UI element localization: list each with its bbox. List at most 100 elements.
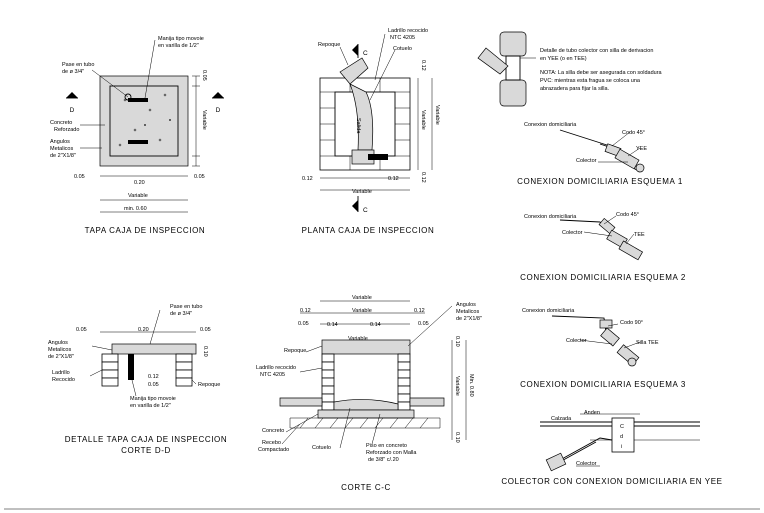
detalle-dim-020: 0.20 [138,327,149,333]
planta-c-mark-bottom: C [363,207,368,214]
corte-dim-014-a: 0.14 [327,322,338,328]
corte-dim-variable-top: Variable [352,295,372,301]
corte-tapa [321,339,411,355]
planta-ladrillo-label-2: NTC 4205 [390,35,415,41]
concrete-speckle [118,93,172,147]
tapa-concreto-label: Concreto [50,120,72,126]
esq2-title: CONEXION DOMICILIARIA ESQUEMA 2 [520,273,686,282]
esq3-title: CONEXION DOMICILIARIA ESQUEMA 3 [520,380,686,389]
planta-dim-012-left: 0.12 [302,176,313,182]
colector-yee: Calzada Anden Colector C d i COLECTOR CO… [501,410,722,486]
note-detalle-1: Detalle de tubo colector con silla de de… [540,48,653,54]
section-d-right: D [216,107,221,114]
detalle-tapa-slab [111,343,197,355]
tapa-title: TAPA CAJA DE INSPECCION [85,226,206,235]
tapa-dim-005-left: 0.05 [74,174,85,180]
notes-detail: Detalle de tubo colector con silla de de… [477,31,663,107]
esq1-yee: YEE [636,146,647,152]
esq3-colector: Colector [566,338,587,344]
detalle-pase-2: de ø 3/4" [170,311,192,317]
detalle-angulos-1: Angulos [48,340,68,346]
corte-dim-min080: Min. 0.80 [468,374,474,397]
corte-dim-014-b: 0.14 [370,322,381,328]
corte-recebo [289,417,441,429]
tapa-angulos-label-2: Metalicos [50,146,73,152]
detalle-brick-right [175,353,193,387]
tapa-manija-label-2: en varilla de 1/2" [158,43,199,49]
corte-dim-005-b: 0.05 [418,321,429,327]
note-detalle-2: en YEE (o en TEE) [540,56,587,62]
esq2-conexion: Conexion domiciliaria [524,214,577,220]
planta-salida-pipe [368,154,388,160]
manija-bottom [128,140,148,144]
corte-pipe-left [279,397,323,407]
corte-recebo-2: Compactado [258,447,289,453]
corte-dim-010-top: 0.10 [454,336,460,347]
corte-ladrillo-2: NTC 4205 [260,372,285,378]
corte-dim-variable-side: Variable [454,376,460,396]
detalle-manija-2: en varilla de 1/2" [130,403,171,409]
corte-concreto: Concreto [262,428,284,434]
detalle-ladrillo-1: Ladrillo [52,370,70,376]
tapa-dim-020: 0.20 [134,180,145,186]
planta-dim-012-top: 0.12 [420,60,426,71]
tapa-angulos-label-1: Angulos [50,139,70,145]
esquema-3: Conexion domiciliaria Codo 90° Colector … [520,308,686,389]
tapa-manija-label-1: Manija tipo movoie [158,36,204,42]
esq3-codo: Codo 90° [620,320,643,326]
corte-piso-3: de 3/8" c/.20 [368,457,399,463]
detalle-title-1: DETALLE TAPA CAJA DE INSPECCION [65,435,228,444]
detalle-title-2: CORTE D-D [121,446,171,455]
tapa-pase-label-1: Pase en tubo [62,62,94,68]
esq2-tee: TEE [634,232,645,238]
colector-box-i: i [621,444,622,450]
detalle-angulos-3: de 2"X1/8" [48,354,74,360]
esquema-1: Conexion domiciliaria Codo 45° YEE Colec… [517,122,683,186]
corte-repoque: Repoque [284,348,306,354]
detalle-repoque: Repoque [198,382,220,388]
corte-piso-2: Reforzado con Malla [366,450,417,456]
detalle-manija [128,354,134,380]
section-d-left: D [70,107,75,114]
planta-title: PLANTA CAJA DE INSPECCION [302,226,435,235]
manija-top [128,98,148,102]
detalle-tapa: Pase en tubo de ø 3/4" 0.05 0.20 0.05 An… [48,304,227,455]
detalle-dim-005-a: 0.05 [76,327,87,333]
corte-angulos-3: de 2"X1/8" [456,316,482,322]
corte-brick-right [397,353,411,411]
planta-dim-variable-outer: Variable [434,105,440,125]
corte-pipe-right [409,397,445,407]
detalle-dim-005-b: 0.05 [200,327,211,333]
planta-inlet-pipe [339,57,369,85]
corte-cotuelo-label: Cotuelo [312,445,331,451]
tube-upper [499,31,527,57]
colector-calzada: Calzada [551,416,572,422]
corte-angulos-2: Metalicos [456,309,479,315]
section-mark-d-right: D [212,92,224,114]
tapa-dim-005-top: 0.05 [201,70,207,81]
corte-piso-1: Piso en concreto [366,443,407,449]
esq1-codo: Codo 45° [622,130,645,136]
detalle-dim-010: 0.10 [202,346,208,357]
esq3-conexion: Conexion domiciliaria [522,308,575,314]
corte-dim-012-a: 0.12 [300,308,311,314]
corte-angulos-1: Angulos [456,302,476,308]
colector-title: COLECTOR CON CONEXION DOMICILIARIA EN YE… [501,477,722,486]
corte-cc: Variable 0.12 Variable 0.12 0.05 0.14 0.… [256,295,482,492]
tapa-dim-min: min. 0.60 [124,206,147,212]
planta-ladrillo-label-1: Ladrillo recocido [388,28,428,34]
section-mark-d-left: D [66,92,78,114]
planta-caja: Salida C C Ladrillo recocido NTC 4205 Re… [302,28,440,235]
esq2-colector: Colector [562,230,583,236]
esq1-title: CONEXION DOMICILIARIA ESQUEMA 1 [517,177,683,186]
corte-dim-variable-inner: Variable [348,336,368,342]
esq1-colector: Colector [576,158,597,164]
tapa-outer-frame [99,75,189,167]
corte-dim-variable-mid: Variable [352,308,372,314]
esq3-silla: Silla TEE [636,340,659,346]
planta-c-mark-top: C [363,50,368,57]
tapa-dim-variable-bottom: Variable [128,193,148,199]
detalle-dim-012: 0.12 [148,374,159,380]
planta-dim-012-right: 0.12 [388,176,399,182]
